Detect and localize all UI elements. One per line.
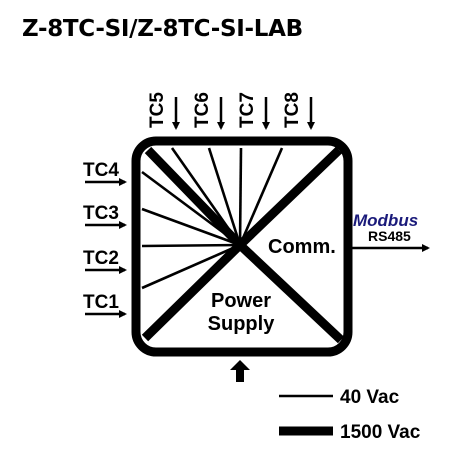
label-tc7: TC7: [237, 92, 258, 128]
label-tc8: TC8: [282, 92, 303, 128]
power-label-line1: Power: [211, 290, 271, 312]
legend-1500vac: 1500 Vac: [340, 422, 421, 443]
diagram-title: Z-8TC-SI/Z-8TC-SI-LAB: [22, 16, 303, 42]
label-tc5: TC5: [147, 92, 168, 128]
power-label-line2: Supply: [208, 313, 276, 335]
label-tc1: TC1: [83, 292, 119, 313]
label-tc4: TC4: [83, 160, 119, 181]
thick-isolation-lines: [141, 146, 345, 344]
comm-label: Comm.: [268, 236, 336, 258]
legend-40vac: 40 Vac: [340, 387, 400, 408]
modbus-logo: Modbus: [353, 211, 418, 230]
label-tc3: TC3: [83, 203, 119, 224]
label-tc2: TC2: [83, 248, 119, 269]
top-input-arrows: [172, 97, 315, 130]
power-input-arrow: [230, 360, 250, 382]
label-tc6: TC6: [192, 92, 213, 128]
rs485-label: RS485: [368, 228, 411, 244]
left-input-arrows: [85, 178, 127, 318]
module-box: [131, 136, 353, 357]
